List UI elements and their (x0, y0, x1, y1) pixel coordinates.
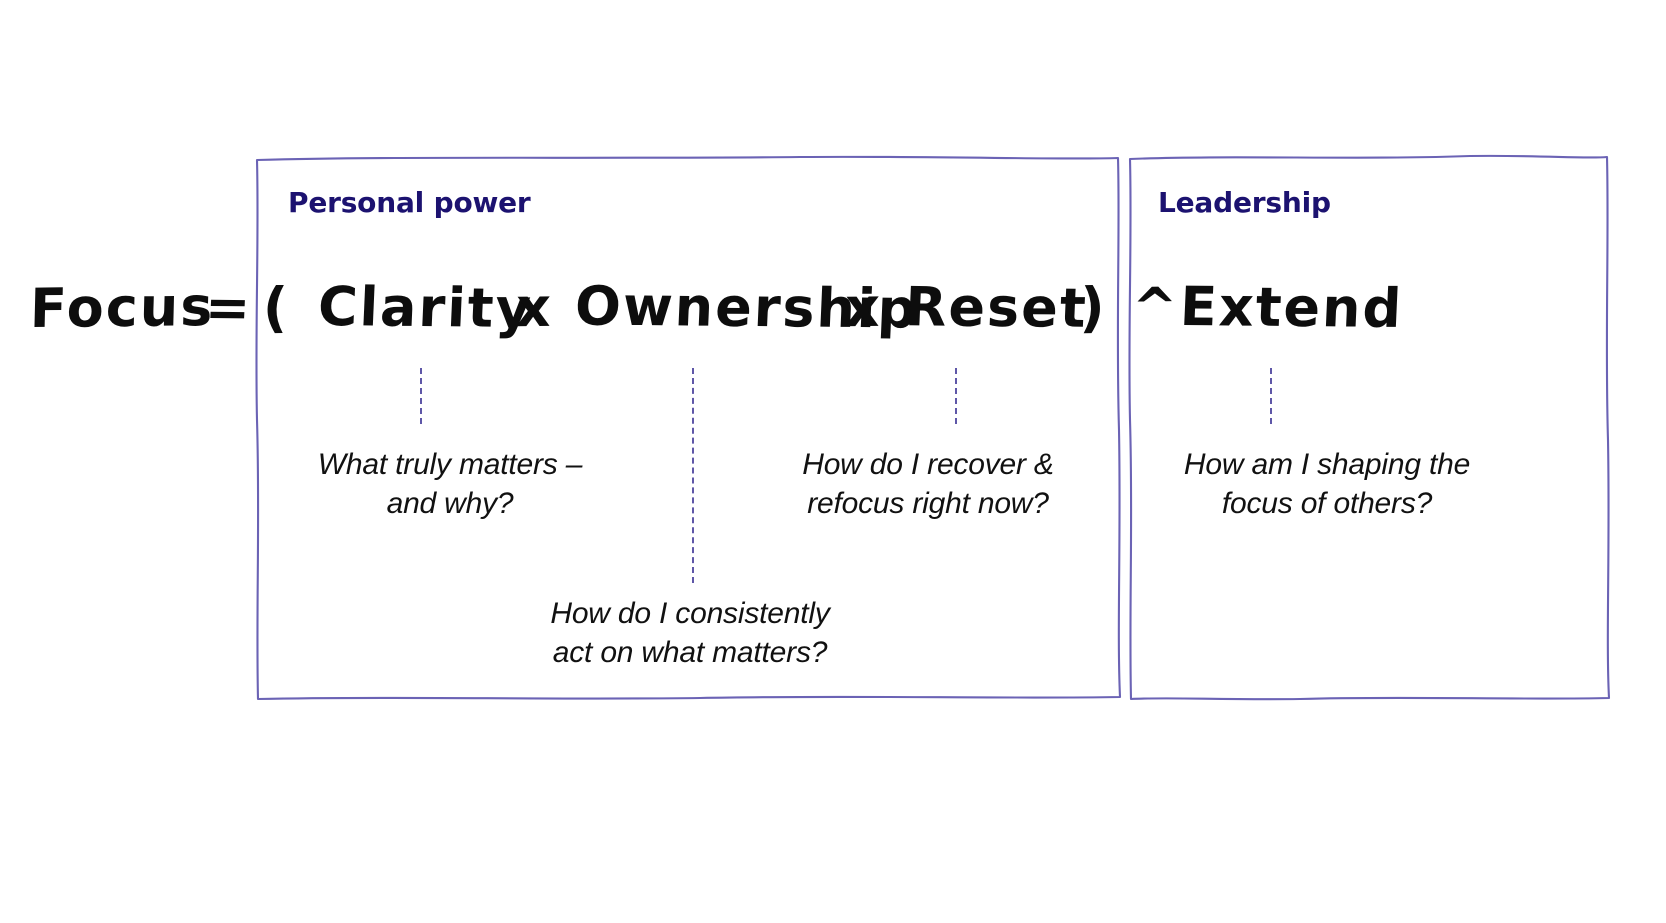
caption-clarity: What truly matters – and why? (317, 448, 583, 520)
equation-term-focus: Focus (29, 275, 216, 340)
leadership-box (1128, 154, 1611, 701)
caption-ownership: How do I consistently act on what matter… (550, 597, 830, 669)
group-label-leadership: Leadership (1158, 186, 1331, 219)
group-label-personal-power: Personal power (288, 186, 531, 219)
equation-paren-open: ( (262, 275, 291, 340)
equation-operator-equals: = (203, 275, 254, 340)
connector-line-ownership (692, 368, 694, 583)
equation-term-extend: Extend (1178, 275, 1405, 340)
equation-operator-caret: ^ (1131, 275, 1181, 340)
equation-operator-times-2: x (844, 275, 883, 340)
focus-equation: Focus = ( Clarity x Ownership x Reset ) … (0, 275, 1666, 376)
caption-reset: How do I recover & refocus right now? (802, 448, 1054, 520)
equation-term-clarity: Clarity (316, 275, 535, 340)
connector-line-extend (1270, 368, 1272, 424)
equation-paren-close: ) (1079, 275, 1108, 340)
connector-line-clarity (420, 368, 422, 424)
equation-operator-times-1: x (515, 275, 554, 340)
connector-line-reset (955, 368, 957, 424)
equation-term-reset: Reset (903, 275, 1090, 340)
caption-extend: How am I shaping the focus of others? (1183, 448, 1471, 520)
